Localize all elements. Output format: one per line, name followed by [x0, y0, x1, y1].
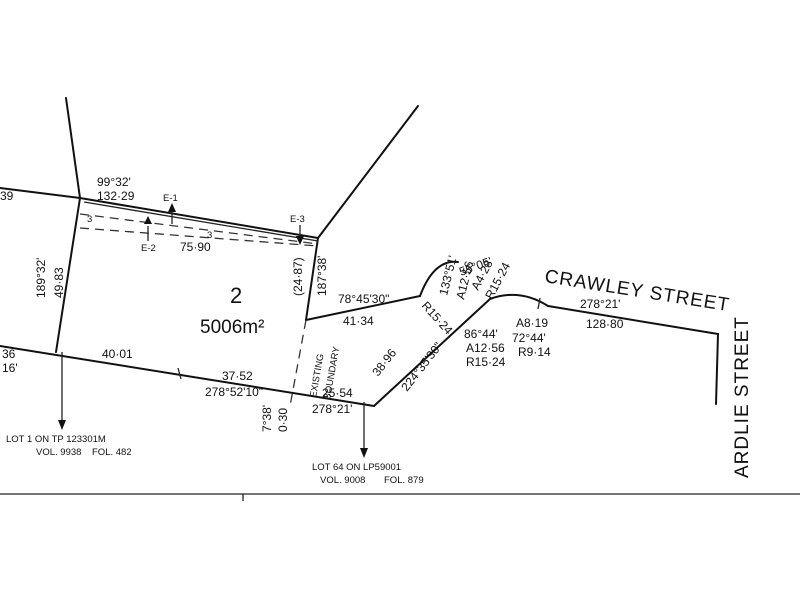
- far-left-line: [65, 97, 81, 199]
- south-length-c: 25·54: [322, 386, 353, 400]
- diag-length-label: 38·96: [369, 346, 399, 379]
- easement-dashed-line-1: [79, 213, 319, 245]
- curve3-arc-label: A12·56: [466, 341, 505, 355]
- east-bearing-label: 187°38': [315, 256, 329, 296]
- west-bearing-label: 189°32': [34, 258, 48, 298]
- easement-e2-label: E-2: [141, 243, 156, 254]
- arrows: [58, 203, 368, 458]
- lot-area: 5006m²: [200, 317, 264, 338]
- left-dim-b: 16': [2, 361, 18, 375]
- diagonal-boundary: [373, 298, 491, 407]
- easement-e1-label: E-1: [163, 193, 178, 204]
- splay-boundary: [305, 295, 421, 321]
- west-boundary: [55, 197, 81, 353]
- lot64-fol: FOL. 879: [384, 475, 424, 486]
- curve4-radius-label: R9·14: [518, 345, 551, 359]
- easement-width-b: 3: [207, 230, 212, 241]
- boundary-lines: [0, 97, 800, 501]
- easement-e3-label: E-3: [290, 214, 305, 225]
- north-boundary-left: [0, 187, 81, 199]
- lot1-arrow-head: [58, 420, 66, 430]
- corner-curve-1: [419, 260, 459, 297]
- ardlie-street-name: ARDLIE STREET: [732, 316, 753, 478]
- corner-curve-2: [489, 293, 549, 307]
- left-dim-a: 36: [2, 347, 16, 361]
- lot64-arrow-head: [360, 448, 368, 458]
- curve4-bearing-label: 72°44': [512, 331, 546, 345]
- south-length-b: 37·52: [222, 369, 253, 383]
- crawley-tick: [537, 297, 541, 310]
- lot1-fol: FOL. 482: [92, 447, 132, 458]
- east-length-label: (24·87): [291, 257, 305, 296]
- lot1-vol: VOL. 9938: [36, 447, 81, 458]
- easement-lines: [79, 201, 319, 407]
- curve3-radius-label: R15·24: [466, 355, 506, 369]
- lot1-title: LOT 1 ON TP 123301M: [6, 434, 106, 445]
- small-length-label: 0·30: [276, 408, 290, 432]
- splay-bearing-label: 78°45'30": [338, 292, 389, 306]
- splay-length-label: 41·34: [343, 314, 374, 328]
- north-length-label: 132·29: [97, 189, 135, 203]
- curve3-bearing-label: 86°44': [464, 327, 498, 341]
- diag-bearing-label: 224°35'30": [398, 339, 445, 393]
- street-length-label: 128·80: [586, 317, 624, 331]
- diag-radius-label: R15·24: [419, 299, 456, 338]
- easement-length-label: 75·90: [180, 240, 211, 254]
- e1-arrow-head: [168, 203, 176, 212]
- street-bearing-label: 278°21': [580, 297, 620, 311]
- lot64-title: LOT 64 ON LP59001: [312, 462, 401, 473]
- left-dim-top: 39: [0, 189, 14, 203]
- easement-dashed-line-2: [79, 227, 319, 247]
- south-bearing-label: 278°52'10": [205, 385, 263, 399]
- south-c-bearing-label: 278°21': [312, 402, 352, 416]
- south-tick-1: [177, 367, 182, 380]
- ardlie-street-boundary: [715, 333, 719, 405]
- small-bearing-label: 7°38': [260, 405, 274, 432]
- e3-arrow-head: [296, 236, 304, 245]
- crawley-street-name: CRAWLEY STREET: [543, 266, 731, 316]
- lot-number: 2: [230, 283, 242, 308]
- west-length-label: 49·83: [52, 267, 66, 298]
- north-boundary: [79, 197, 319, 239]
- crawley-street-boundary: [547, 305, 719, 335]
- north-bearing-label: 99°32': [97, 175, 131, 189]
- curve4-arc-label: A8·19: [516, 316, 548, 330]
- east-boundary: [305, 237, 319, 321]
- lot64-vol: VOL. 9008: [320, 475, 365, 486]
- easement-width-a: 3: [87, 214, 92, 225]
- south-length-a: 40·01: [102, 347, 133, 361]
- easement-hatch-line: [83, 201, 319, 242]
- e2-arrow-head: [144, 216, 152, 224]
- ne-extension-line: [317, 105, 419, 239]
